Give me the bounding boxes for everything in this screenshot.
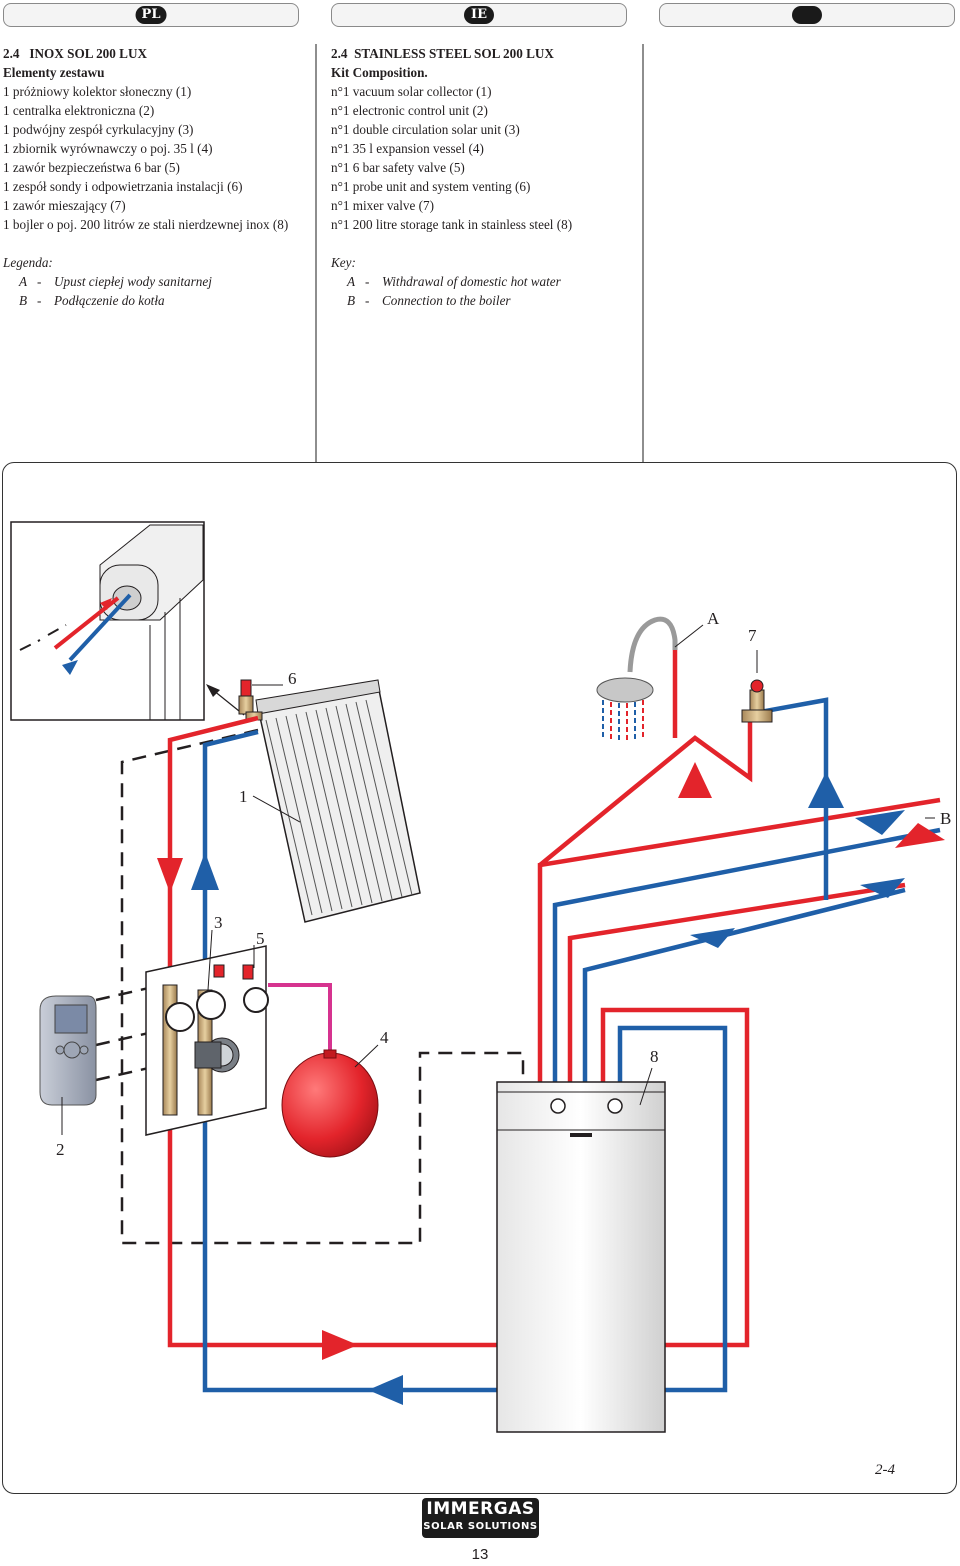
ie-item: n°1 6 bar safety valve (5)	[331, 160, 465, 175]
ie-legend-item: A-Withdrawal of domestic hot water	[347, 274, 561, 289]
callout-lines	[61, 624, 935, 1135]
expansion-vessel	[268, 983, 379, 1158]
circulation-unit	[145, 945, 269, 1136]
label-5: 5	[256, 929, 265, 948]
ie-subheading: Kit Composition.	[331, 65, 428, 80]
column-divider	[315, 44, 317, 462]
label-4: 4	[380, 1028, 389, 1047]
immergas-logo: IMMERGAS SOLAR SOLUTIONS	[422, 1498, 539, 1538]
ie-item: n°1 35 l expansion vessel (4)	[331, 141, 484, 156]
tab-third-label	[792, 6, 822, 24]
solar-collector	[255, 679, 421, 923]
pl-item: 1 zbiornik wyrównawczy o poj. 35 l (4)	[3, 141, 213, 156]
ie-legend-item: B-Connection to the boiler	[347, 293, 511, 308]
tab-pl-label: PL	[135, 6, 167, 24]
ie-item: n°1 electronic control unit (2)	[331, 103, 488, 118]
pl-item: 1 zawór mieszający (7)	[3, 198, 126, 213]
solar-pipes	[167, 715, 750, 1393]
figure-ref: 2-4	[875, 1462, 895, 1478]
page-number: 13	[471, 1546, 489, 1563]
control-unit	[39, 995, 97, 1106]
pl-subheading: Elementy zestawu	[3, 65, 105, 80]
pl-legend-item: B-Podłączenie do kotła	[19, 293, 165, 308]
ie-item: n°1 probe unit and system venting (6)	[331, 179, 531, 194]
label-3: 3	[214, 913, 223, 932]
label-7: 7	[748, 626, 757, 645]
column-divider	[642, 44, 644, 462]
pl-legend-title: Legenda:	[3, 255, 53, 270]
tab-third	[659, 3, 955, 27]
ie-heading: 2.4 STAINLESS STEEL SOL 200 LUX	[331, 46, 554, 61]
label-A: A	[707, 609, 720, 628]
storage-tank	[496, 1081, 666, 1433]
label-6: 6	[288, 669, 297, 688]
pl-item: 1 podwójny zespół cyrkulacyjny (3)	[3, 122, 194, 137]
pl-item: 1 zespół sondy i odpowietrzania instalac…	[3, 179, 243, 194]
dhw-pipes	[537, 648, 941, 1082]
tab-ie: IE	[331, 3, 627, 27]
solar-return-pipe	[202, 729, 728, 1393]
label-8: 8	[650, 1047, 659, 1066]
ie-item: n°1 double circulation solar unit (3)	[331, 122, 520, 137]
inset-pointer-arrow	[206, 684, 220, 697]
flow-arrows	[157, 762, 945, 1405]
logo-sub: SOLAR SOLUTIONS	[423, 1521, 538, 1532]
ie-column: 2.4 STAINLESS STEEL SOL 200 LUX Kit Comp…	[331, 44, 572, 310]
label-2: 2	[56, 1140, 65, 1159]
pl-item: 1 zawór bezpieczeństwa 6 bar (5)	[3, 160, 180, 175]
collector-detail-inset	[10, 521, 205, 721]
pl-item: 1 bojler o poj. 200 litrów ze stali nier…	[3, 217, 289, 232]
ie-legend-title: Key:	[331, 255, 356, 270]
label-B: B	[940, 809, 951, 828]
diagram-frame	[2, 462, 957, 1494]
tab-ie-label: IE	[464, 6, 494, 24]
pl-item: 1 próżniowy kolektor słoneczny (1)	[3, 84, 192, 99]
ie-item: n°1 200 litre storage tank in stainless …	[331, 217, 573, 232]
label-1: 1	[239, 787, 248, 806]
pl-item: 1 centralka elektroniczna (2)	[3, 103, 155, 118]
pl-column: 2.4 INOX SOL 200 LUX Elementy zestawu 1 …	[3, 44, 288, 310]
ie-item: n°1 mixer valve (7)	[331, 198, 435, 213]
mixer-valve	[741, 679, 773, 723]
logo-brand: IMMERGAS	[426, 1499, 535, 1519]
solar-flow-pipe	[167, 715, 750, 1348]
shower-head	[596, 616, 678, 743]
probe-venting-unit	[238, 679, 263, 721]
pl-heading: 2.4 INOX SOL 200 LUX	[3, 46, 147, 61]
ie-item: n°1 vacuum solar collector (1)	[331, 84, 492, 99]
tab-pl: PL	[3, 3, 299, 27]
pl-legend-item: A-Upust ciepłej wody sanitarnej	[19, 274, 212, 289]
